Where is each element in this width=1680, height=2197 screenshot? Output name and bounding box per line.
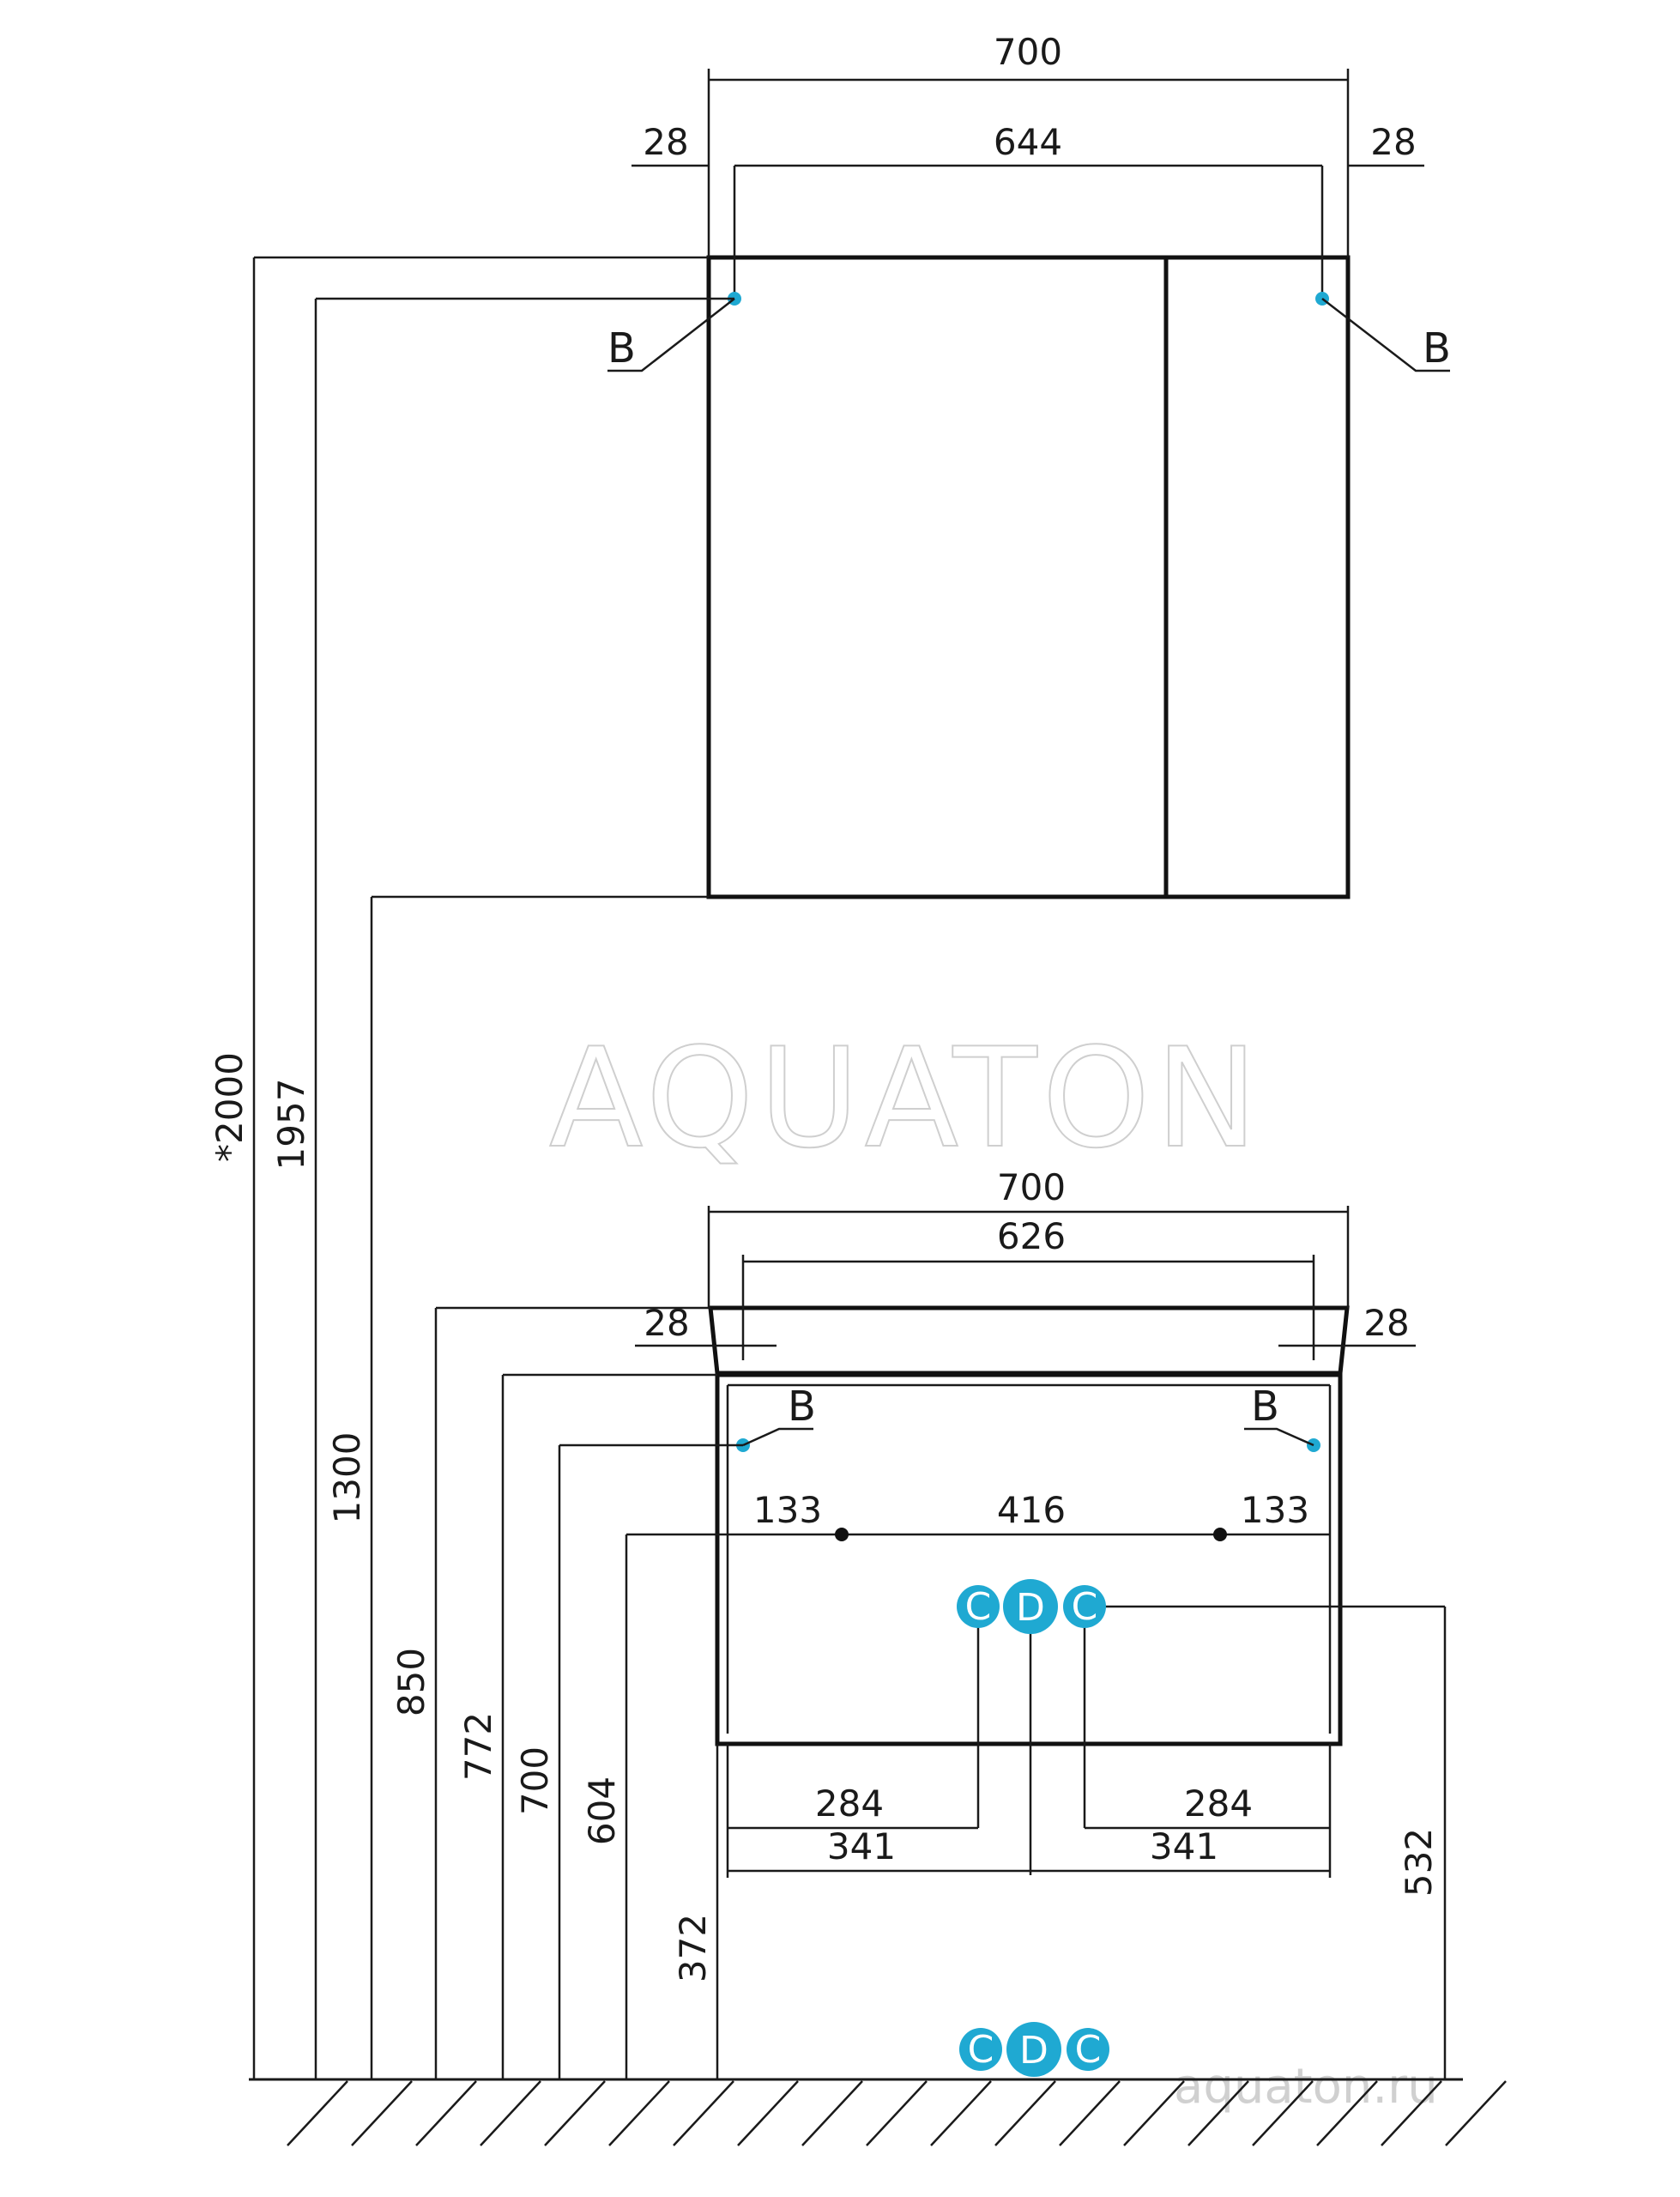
floor-hatch-line	[1123, 2080, 1185, 2146]
floor-hatch-line	[1187, 2080, 1249, 2146]
vanity-body	[715, 1372, 1343, 1746]
hot-water-connector-icon	[1063, 1585, 1106, 1628]
floor-hatching	[287, 2080, 1507, 2146]
bottom-hole-dims: 133 416 133	[728, 1489, 1330, 1541]
connectors-lower: C D C	[959, 2022, 1109, 2077]
top-inner-644: 644	[994, 121, 1062, 163]
top-margin-right-28: 28	[1370, 121, 1416, 163]
floor-drain-label: D	[1019, 2029, 1048, 2073]
floor-hatch-line	[351, 2080, 413, 2146]
pipe-left-284: 284	[815, 1782, 884, 1825]
floor-hatch-line	[1059, 2080, 1121, 2146]
top-width-700: 700	[994, 31, 1062, 73]
top-width-700-dim: 700	[707, 31, 1350, 257]
height-604: 604	[581, 1776, 623, 1845]
top-mount-left-label: B	[607, 324, 636, 372]
pipe-right-284: 284	[1184, 1782, 1253, 1825]
top-cabinet-body	[706, 255, 1351, 899]
floor-hatch-line	[544, 2080, 606, 2146]
height-1957: 1957	[270, 1079, 312, 1171]
cold-water-connector-icon	[957, 1585, 1000, 1628]
top-cabinet	[706, 255, 1351, 899]
pipe-left-341: 341	[827, 1825, 896, 1867]
vanity-countertop	[708, 1305, 1350, 1376]
floor-hatch-line	[287, 2080, 348, 2146]
bottom-mount-left-label: B	[788, 1383, 816, 1431]
floor-drain-connector-icon	[1006, 2022, 1061, 2077]
pipe-offset-dims: 284 284 341 341	[726, 1744, 1332, 1878]
floor-hatch-line	[801, 2080, 863, 2146]
hole-left-133: 133	[753, 1489, 822, 1531]
floor-hatch-line	[994, 2080, 1056, 2146]
bottom-width-700: 700	[997, 1166, 1066, 1208]
hot-label: C	[1072, 1585, 1098, 1629]
floor-hatch-line	[930, 2080, 992, 2146]
height-850: 850	[390, 1648, 432, 1716]
drain-label: D	[1016, 1586, 1045, 1630]
cold-label: C	[965, 1585, 992, 1629]
watermark-brand: AQUATON	[549, 1018, 1263, 1178]
floor-hatch-line	[737, 2080, 799, 2146]
bottom-width-700-dim: 700	[707, 1166, 1350, 1308]
floor	[249, 2078, 1507, 2146]
pipe-right-341: 341	[1150, 1825, 1218, 1867]
floor-hatch-line	[415, 2080, 477, 2146]
floor-hatch-line	[480, 2080, 541, 2146]
floor-hatch-line	[1381, 2080, 1442, 2146]
vanity	[708, 1305, 1350, 1746]
top-mount-right-label: B	[1423, 324, 1451, 372]
floor-hatch-line	[673, 2080, 734, 2146]
top-mount-points: B B	[607, 292, 1451, 372]
pipe-height-532: 532	[1398, 1828, 1440, 1897]
floor-hatch-line	[1445, 2080, 1507, 2146]
floor-hatch-line	[1316, 2080, 1378, 2146]
height-700: 700	[514, 1746, 556, 1815]
floor-hatch-line	[866, 2080, 928, 2146]
bottom-margin-right-28: 28	[1363, 1302, 1409, 1344]
floor-hatch-line	[1252, 2080, 1314, 2146]
height-772: 772	[457, 1712, 499, 1781]
floor-cold-label: C	[968, 2028, 994, 2072]
connectors-upper: C D C	[957, 1579, 1447, 2079]
bottom-inner-626: 626	[997, 1215, 1066, 1257]
floor-cold-connector-icon	[959, 2028, 1002, 2071]
floor-hot-label: C	[1075, 2028, 1102, 2072]
hole-mid-416: 416	[997, 1489, 1066, 1531]
hole-right-133: 133	[1241, 1489, 1309, 1531]
floor-hot-connector-icon	[1067, 2028, 1109, 2071]
bottom-inner-626-dim: 626	[741, 1215, 1315, 1360]
floor-hatch-line	[608, 2080, 670, 2146]
top-margin-left-28: 28	[643, 121, 688, 163]
drain-connector-icon	[1003, 1579, 1058, 1634]
height-dim-lines	[252, 256, 743, 2079]
bottom-margin-dims: 28 28	[635, 1302, 1416, 1347]
height-overall-2000: *2000	[208, 1052, 251, 1162]
bottom-mount-right-label: B	[1251, 1383, 1279, 1431]
watermark-site: aquaton.ru	[1174, 2059, 1438, 2115]
height-372: 372	[672, 1914, 714, 1982]
height-1300: 1300	[326, 1432, 368, 1524]
bottom-mount-points: B B	[736, 1383, 1320, 1452]
top-inner-dims: 28 644 28	[632, 121, 1424, 299]
